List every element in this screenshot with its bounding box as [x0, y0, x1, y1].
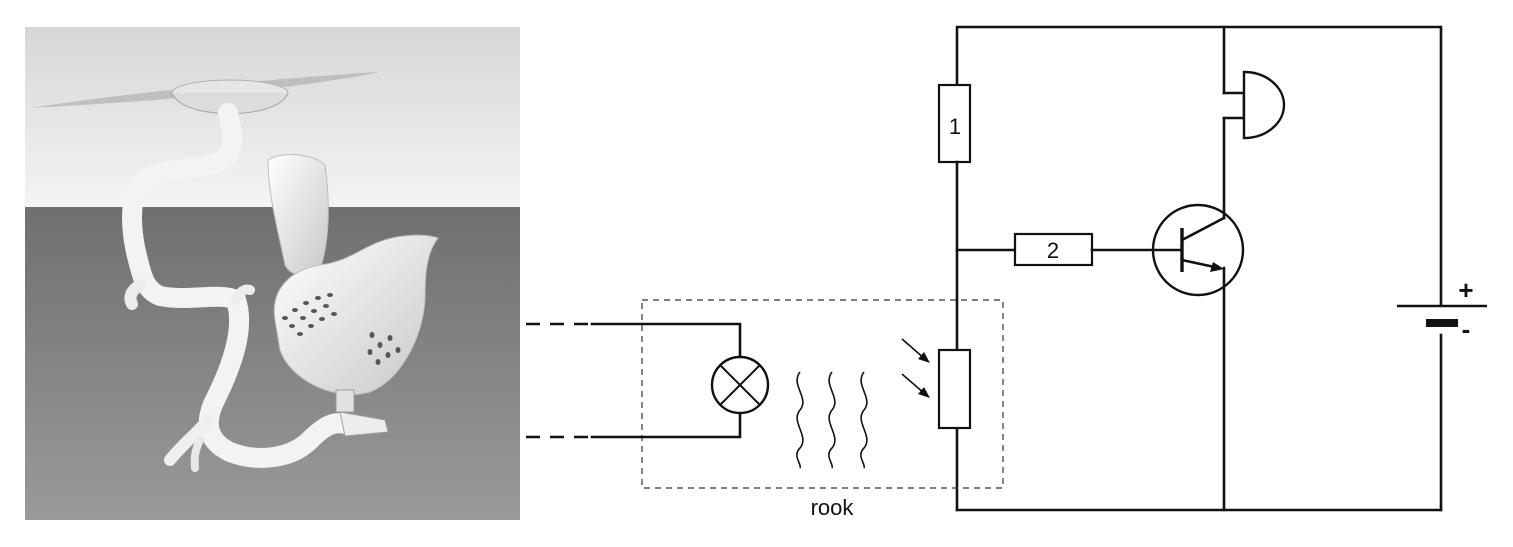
wire-lamp-top [590, 322, 742, 359]
transistor-emitter-arrow [1210, 262, 1224, 272]
resistor-1-label: 1 [949, 114, 961, 139]
buzzer-left-bracket [1222, 91, 1246, 120]
photo-branch-twig-4 [231, 284, 255, 305]
transistor-collector [1180, 216, 1226, 242]
resistor-1 [937, 83, 972, 164]
photo-branch-twig-2 [190, 436, 204, 472]
photo-holder [335, 389, 355, 413]
smoke-chamber-label: rook [811, 495, 855, 520]
ldr-resistor [937, 348, 972, 430]
battery-plus-label: + [1458, 275, 1473, 305]
photo-bird-body [273, 234, 439, 395]
smoke-wave-lines [796, 371, 868, 469]
battery-minus-label: - [1462, 314, 1471, 344]
photo-vent-holes [282, 293, 401, 365]
wire-top [955, 25, 1443, 307]
resistor-2-label: 2 [1047, 238, 1059, 263]
smoke-chamber-box [641, 299, 1004, 489]
light-arrows [901, 338, 930, 398]
transistor-symbol [1151, 203, 1245, 297]
circuit-schematic: 1 2 + - rook [526, 25, 1487, 520]
buzzer-symbol [1242, 70, 1286, 140]
photo-branch-arm [122, 103, 360, 468]
photo-smoke-detector [25, 27, 520, 520]
resistor-2 [1013, 232, 1094, 267]
wire-lamp-bottom [590, 410, 742, 439]
photo-wall [25, 207, 520, 520]
photo-holder-cap [339, 411, 389, 437]
lamp-cross-2 [719, 364, 761, 406]
photo-branch-twig-1 [164, 414, 214, 466]
photo-branch-twig-3 [124, 279, 146, 310]
